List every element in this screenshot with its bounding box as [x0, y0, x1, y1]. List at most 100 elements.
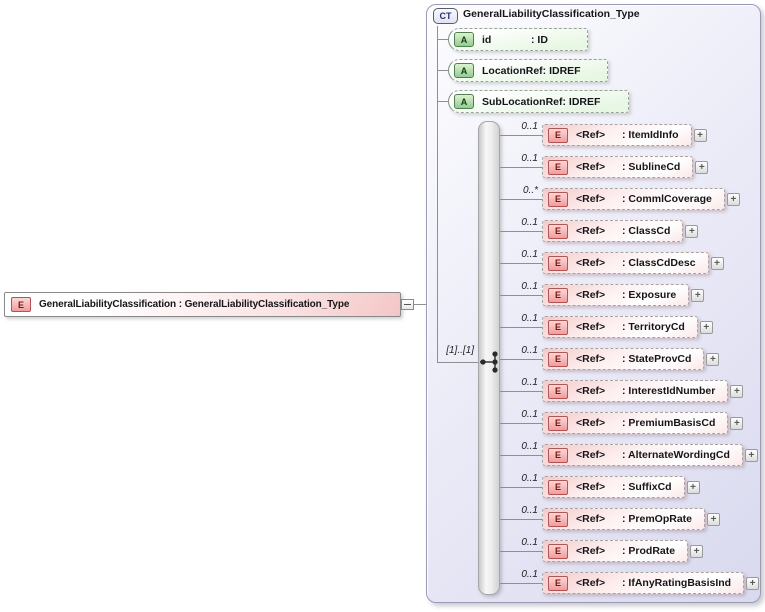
connector-line — [500, 134, 542, 136]
element-name: : Exposure — [622, 289, 677, 301]
element-box[interactable]: E <Ref> : SuffixCd — [542, 476, 685, 498]
complex-type-icon: CT — [433, 8, 458, 24]
occurrence-label: 0..1 — [521, 377, 538, 388]
occurrence-label: 0..1 — [521, 505, 538, 516]
connector-line — [500, 422, 542, 424]
sequence-connector-line — [437, 362, 481, 363]
element-name: : ProdRate — [622, 545, 676, 557]
expand-button[interactable]: + — [690, 544, 704, 558]
attribute-type: : IDREF — [562, 95, 601, 108]
occurrence-label: 0..1 — [521, 249, 538, 260]
element-ref-label: <Ref> — [576, 417, 606, 429]
connector-vline — [437, 26, 438, 363]
element-box[interactable]: E <Ref> : AlternateWordingCd — [542, 444, 743, 466]
element-box[interactable]: E <Ref> : InterestIdNumber — [542, 380, 729, 402]
element-box[interactable]: E <Ref> : PremiumBasisCd — [542, 412, 729, 434]
occurrence-label: 0..1 — [521, 281, 538, 292]
element-row: 0..1 E <Ref> : StateProvCd + — [500, 345, 720, 370]
element-box[interactable]: E <Ref> : PremOpRate — [542, 508, 706, 530]
connector-line — [437, 101, 448, 102]
expand-button[interactable]: + — [730, 416, 744, 430]
root-connector-line — [414, 304, 426, 305]
element-ref-label: <Ref> — [576, 225, 606, 237]
connector-line — [500, 166, 542, 168]
element-icon: E — [548, 351, 568, 367]
element-box[interactable]: E <Ref> : TerritoryCd — [542, 316, 698, 338]
element-row: 0..1 E <Ref> : ClassCdDesc + — [500, 249, 724, 274]
expand-button[interactable]: + — [730, 384, 744, 398]
element-box[interactable]: E <Ref> : StateProvCd — [542, 348, 705, 370]
element-box[interactable]: E <Ref> : ProdRate — [542, 540, 689, 562]
occurrence-label: 0..1 — [521, 153, 538, 164]
root-element-row: E GeneralLiabilityClassification : Gener… — [4, 292, 414, 317]
collapse-button[interactable] — [401, 299, 414, 310]
element-row: 0..1 E <Ref> : SublineCd + — [500, 153, 709, 178]
connector-line — [500, 390, 542, 392]
root-element-box[interactable]: E GeneralLiabilityClassification : Gener… — [4, 292, 401, 317]
attribute-type: : ID — [531, 33, 548, 46]
element-row: 0..1 E <Ref> : IfAnyRatingBasisInd + — [500, 569, 760, 594]
expand-button[interactable]: + — [746, 576, 760, 590]
expand-button[interactable]: + — [706, 352, 720, 366]
element-ref-label: <Ref> — [576, 129, 606, 141]
sequence-icon[interactable] — [478, 349, 502, 375]
attribute-name: LocationRef — [482, 64, 543, 77]
occurrence-label: 0..1 — [521, 217, 538, 228]
attribute-icon: A — [454, 94, 474, 109]
connector-line — [500, 326, 542, 328]
occurrence-label: 0..1 — [521, 473, 538, 484]
connector-line — [500, 518, 542, 520]
element-icon: E — [548, 575, 568, 591]
expand-button[interactable]: + — [693, 128, 707, 142]
occurrence-label: 0..1 — [521, 313, 538, 324]
connector-line — [500, 550, 542, 552]
attribute-row: A id : ID — [437, 28, 588, 51]
element-box[interactable]: E <Ref> : ClassCdDesc — [542, 252, 709, 274]
occurrence-label: 0..1 — [521, 409, 538, 420]
expand-button[interactable]: + — [726, 192, 740, 206]
expand-button[interactable]: + — [686, 480, 700, 494]
element-name: : IfAnyRatingBasisInd — [622, 577, 732, 589]
attribute-box[interactable]: A SubLocationRef : IDREF — [448, 90, 629, 113]
element-name: : ClassCd — [622, 225, 671, 237]
occurrence-label: 0..1 — [521, 569, 538, 580]
expand-button[interactable]: + — [699, 320, 713, 334]
element-box[interactable]: E <Ref> : ItemIdInfo — [542, 124, 692, 146]
root-element-label: GeneralLiabilityClassification : General… — [39, 299, 350, 310]
element-ref-label: <Ref> — [576, 289, 606, 301]
element-ref-label: <Ref> — [576, 385, 606, 397]
connector-line — [500, 262, 542, 264]
element-row: 0..1 E <Ref> : ClassCd + — [500, 217, 699, 242]
element-ref-label: <Ref> — [576, 161, 606, 173]
element-row: 0..* E <Ref> : CommlCoverage + — [500, 185, 740, 210]
expand-button[interactable]: + — [744, 448, 758, 462]
element-box[interactable]: E <Ref> : SublineCd — [542, 156, 694, 178]
expand-button[interactable]: + — [691, 288, 705, 302]
element-ref-label: <Ref> — [576, 449, 606, 461]
attribute-box[interactable]: A id : ID — [448, 28, 588, 51]
element-box[interactable]: E <Ref> : IfAnyRatingBasisInd — [542, 572, 745, 594]
element-ref-label: <Ref> — [576, 545, 606, 557]
element-name: : InterestIdNumber — [622, 385, 716, 397]
element-box[interactable]: E <Ref> : CommlCoverage — [542, 188, 725, 210]
element-name: : CommlCoverage — [622, 193, 712, 205]
element-icon: E — [548, 255, 568, 271]
element-box[interactable]: E <Ref> : ClassCd — [542, 220, 684, 242]
attribute-icon: A — [454, 63, 474, 78]
attribute-box[interactable]: A LocationRef : IDREF — [448, 59, 608, 82]
element-icon: E — [548, 127, 568, 143]
element-icon: E — [548, 543, 568, 559]
attribute-type: : IDREF — [542, 64, 581, 77]
connector-line — [500, 454, 542, 456]
expand-button[interactable]: + — [695, 160, 709, 174]
element-row: 0..1 E <Ref> : AlternateWordingCd + — [500, 441, 758, 466]
connector-line — [500, 294, 542, 296]
element-row: 0..1 E <Ref> : ItemIdInfo + — [500, 121, 707, 146]
element-icon: E — [548, 159, 568, 175]
expand-button[interactable]: + — [685, 224, 699, 238]
expand-button[interactable]: + — [710, 256, 724, 270]
element-box[interactable]: E <Ref> : Exposure — [542, 284, 690, 306]
expand-button[interactable]: + — [707, 512, 721, 526]
sequence-bar — [478, 121, 500, 595]
